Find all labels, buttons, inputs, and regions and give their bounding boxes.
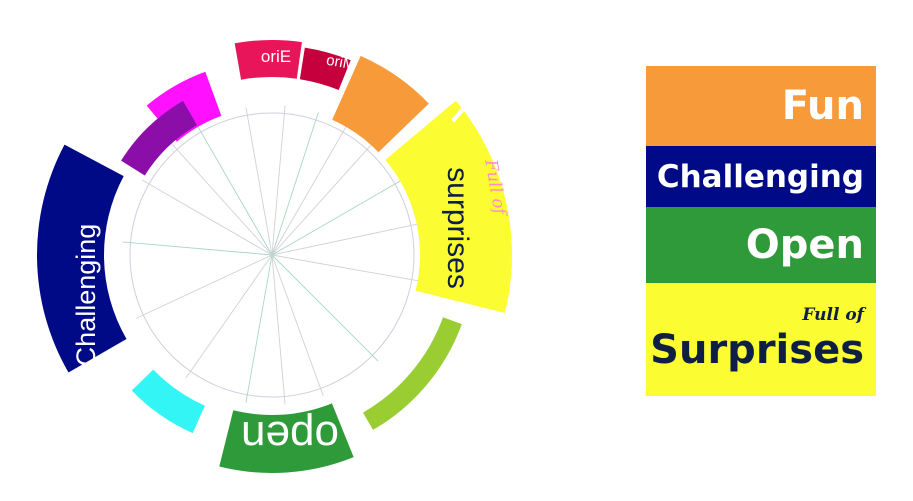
legend-challenging-label: Challenging (656, 158, 864, 195)
wheel-segment-challenging (36, 144, 127, 373)
wheel-spoke (141, 179, 273, 256)
legend-open: Open (646, 207, 876, 283)
segment-label-open: open (241, 412, 339, 461)
legend-fun: Fun (646, 66, 876, 146)
wheel-spoke (171, 143, 273, 256)
legend-challenging: Challenging (646, 146, 876, 207)
legend-fun-label: Fun (781, 83, 864, 129)
wheel-segment-fun (332, 55, 429, 153)
legend-full-of-surprises: Full of Surprises (646, 283, 876, 396)
wheel-segment-open (219, 403, 354, 473)
concept-wheel: oriE oriM Fun Full of surprises open Cha… (36, 39, 512, 473)
wheel-spoke (245, 254, 273, 403)
segment-label-orie: oriE (261, 47, 291, 66)
wheel-spoke (185, 254, 273, 379)
wheel-segment-orim (299, 47, 351, 90)
segment-label-surprises: surprises (441, 167, 474, 289)
wheel-spokes (122, 105, 420, 405)
inner-circle (129, 112, 415, 398)
segment-label-orim: oriM (325, 52, 357, 74)
wheel-spoke (271, 179, 403, 256)
wheel-spoke (271, 143, 373, 256)
segment-label-challenging: Challenging (71, 224, 101, 367)
legend: Fun Challenging Open Full of Surprises (646, 66, 876, 396)
legend-open-label: Open (745, 222, 864, 268)
wheel-spoke (271, 254, 286, 405)
wheel-segment-full-of-surprises (385, 100, 512, 314)
wheel-spoke (271, 105, 286, 256)
legend-surprises-label: Surprises (650, 326, 864, 373)
wheel-spoke (122, 241, 273, 256)
legend-full-of-label: Full of (802, 304, 864, 325)
wheel-ring (36, 39, 512, 473)
wheel-spoke (271, 223, 419, 256)
wheel-segment-lime (363, 317, 462, 430)
wheel-spoke (271, 254, 379, 362)
wheel-spoke (271, 124, 348, 256)
wheel-segment-orie (234, 39, 302, 80)
wheel-spoke (196, 124, 273, 256)
wheel-segment-purple (121, 100, 197, 176)
wheel-spoke (135, 254, 273, 319)
wheel-spoke (271, 254, 420, 282)
wheel-spoke (271, 112, 319, 256)
wheel-spoke (271, 254, 324, 397)
wheel-segment-cyan (131, 369, 205, 434)
wheel-spoke (245, 107, 273, 256)
